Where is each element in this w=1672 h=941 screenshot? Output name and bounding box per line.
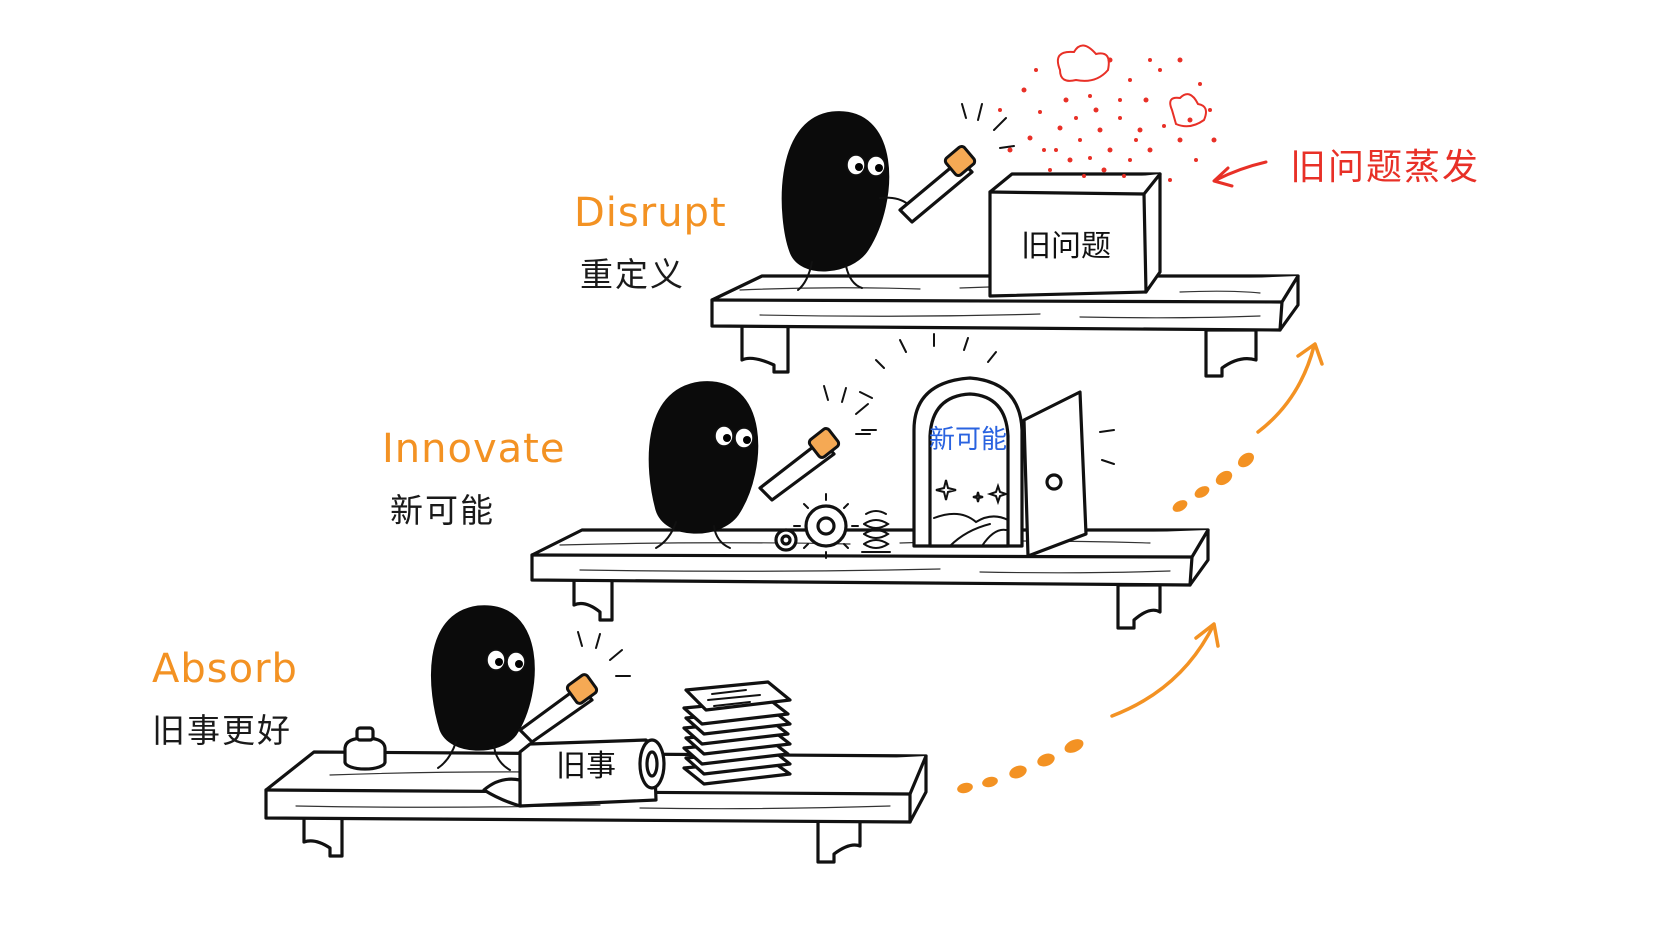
evaporate-callout: 旧问题蒸发 xyxy=(1290,147,1481,188)
flashlight-bottom-icon xyxy=(518,631,631,744)
character-top xyxy=(781,111,911,291)
spring-icon xyxy=(861,510,891,553)
progress-path xyxy=(957,342,1324,794)
shelf-middle xyxy=(530,528,1210,630)
innovate-subtitle: 新可能 xyxy=(390,491,495,530)
arrow-left-icon xyxy=(1212,160,1268,188)
paper-stack-icon xyxy=(682,680,792,786)
absorb-subtitle: 旧事更好 xyxy=(152,711,292,750)
new-possibility-door: 新可能 xyxy=(855,333,1115,558)
box-label: 旧问题 xyxy=(1021,229,1111,264)
old-things-scroll: 旧事 xyxy=(482,738,666,808)
disrupt-title: Disrupt xyxy=(574,190,727,236)
door-label: 新可能 xyxy=(929,425,1007,455)
character-middle xyxy=(648,381,759,549)
evaporating-particles xyxy=(998,44,1217,182)
scroll-label: 旧事 xyxy=(556,749,616,784)
disrupt-subtitle: 重定义 xyxy=(580,255,685,294)
innovate-title: Innovate xyxy=(382,426,566,472)
flashlight-top-icon xyxy=(898,103,1015,224)
flashlight-middle-icon xyxy=(758,385,877,502)
absorb-title: Absorb xyxy=(152,646,298,692)
character-bottom xyxy=(430,605,535,771)
old-problem-box: 旧问题 xyxy=(988,172,1162,298)
gears-icon xyxy=(774,493,859,559)
ink-bottle-icon xyxy=(343,726,387,771)
